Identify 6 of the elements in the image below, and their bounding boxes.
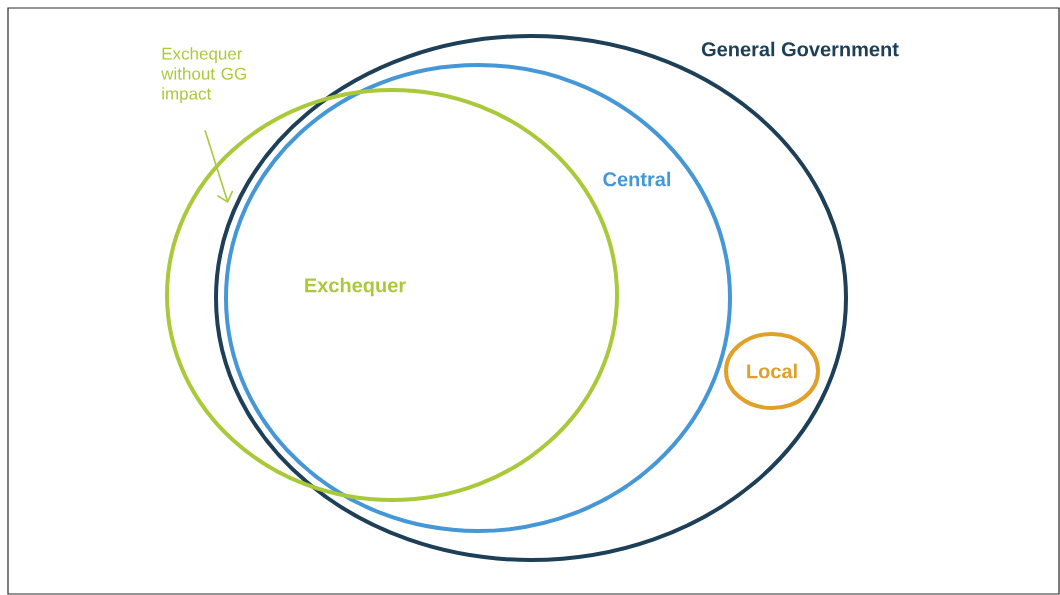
set-label: Central <box>603 171 671 187</box>
set-label: Local <box>747 363 797 379</box>
annotation-text: Exchequer without GG impact <box>161 47 246 104</box>
leader-arrow <box>204 129 234 203</box>
set-label: Exchequer <box>305 277 406 297</box>
set-label: General Government <box>701 41 899 57</box>
